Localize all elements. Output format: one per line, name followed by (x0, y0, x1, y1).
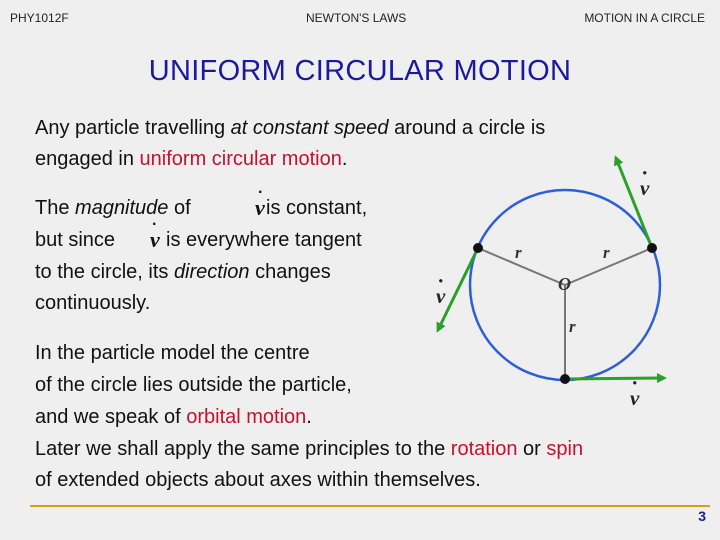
centre-label: O (558, 274, 571, 294)
header-section: MOTION IN A CIRCLE (584, 11, 705, 25)
para1-text: Any particle travelling (35, 117, 231, 139)
para1-text: . (341, 148, 348, 170)
page-number: 3 (698, 508, 706, 524)
header-course-code: PHY1012F (10, 11, 69, 25)
para2-line3: to the circle, its direction changes (35, 257, 331, 287)
radius-line-right (564, 247, 653, 286)
spin-term: spin (546, 438, 584, 460)
velocity-arrow-right (613, 155, 654, 249)
para2-text: changes (249, 261, 331, 283)
uniform-circular-motion-term: uniform circular motion (139, 148, 342, 170)
para2-line2-end: is everywhere tangent (166, 229, 362, 251)
para2-line2: but since (35, 229, 116, 251)
velocity-dot-inline-2: · (152, 216, 158, 233)
para3-line3: and we speak of orbital motion. (35, 402, 312, 432)
para3-text: and we speak of (35, 406, 187, 428)
radius-label-left: r (515, 243, 522, 262)
radius-line-left (477, 247, 566, 286)
velocity-dot-bottom: · (632, 371, 637, 395)
para3-line2: of the circle lies outside the particle, (35, 374, 352, 396)
orbital-motion-term: orbital motion (186, 406, 307, 428)
radius-label-right: r (603, 243, 610, 262)
constant-speed-phrase: at constant speed (230, 117, 389, 139)
particle-right (647, 243, 657, 253)
para1-line1: Any particle travelling at constant spee… (35, 113, 545, 143)
velocity-dot-inline: · (258, 184, 264, 201)
para3-line5: of extended objects about axes within th… (35, 469, 481, 491)
para2-text: to the circle, its (35, 261, 174, 283)
para3-text: or (517, 438, 547, 460)
footer-rule (30, 505, 710, 507)
radius-label-bottom: r (569, 317, 576, 336)
para3-text: Later we shall apply the same principles… (35, 438, 451, 460)
header-topic: NEWTON'S LAWS (306, 11, 407, 25)
particle-left (473, 243, 483, 253)
particle-bottom (560, 374, 570, 384)
velocity-label-right: v (640, 176, 650, 200)
para2-line1: The magnitude of (35, 193, 191, 223)
velocity-dot-right: · (642, 161, 647, 185)
para2-line4: continuously. (35, 292, 151, 314)
para2-text: The (35, 197, 76, 219)
slide-title: UNIFORM CIRCULAR MOTION (148, 55, 572, 87)
para1-text: engaged in (35, 148, 140, 170)
velocity-label-left: v (436, 284, 446, 308)
magnitude-word: magnitude (75, 197, 169, 219)
velocity-dot-left: · (438, 269, 443, 293)
para3-line1: In the particle model the centre (35, 342, 310, 364)
velocity-arrow-left (436, 247, 480, 333)
velocity-symbol-inline: v (255, 195, 265, 220)
rotation-term: rotation (450, 438, 518, 460)
para3-text: . (306, 406, 312, 428)
velocity-arrow-bottom (564, 373, 667, 384)
para1-text: around a circle is (388, 117, 546, 139)
para3-line4: Later we shall apply the same principles… (35, 434, 583, 464)
direction-word: direction (173, 261, 250, 283)
velocity-label-bottom: v (630, 386, 640, 410)
para2-line1-end: is constant, (266, 197, 368, 219)
para1-line2: engaged in uniform circular motion. (35, 144, 347, 174)
velocity-symbol-inline-2: v (150, 227, 160, 252)
para2-text: of (168, 197, 191, 219)
